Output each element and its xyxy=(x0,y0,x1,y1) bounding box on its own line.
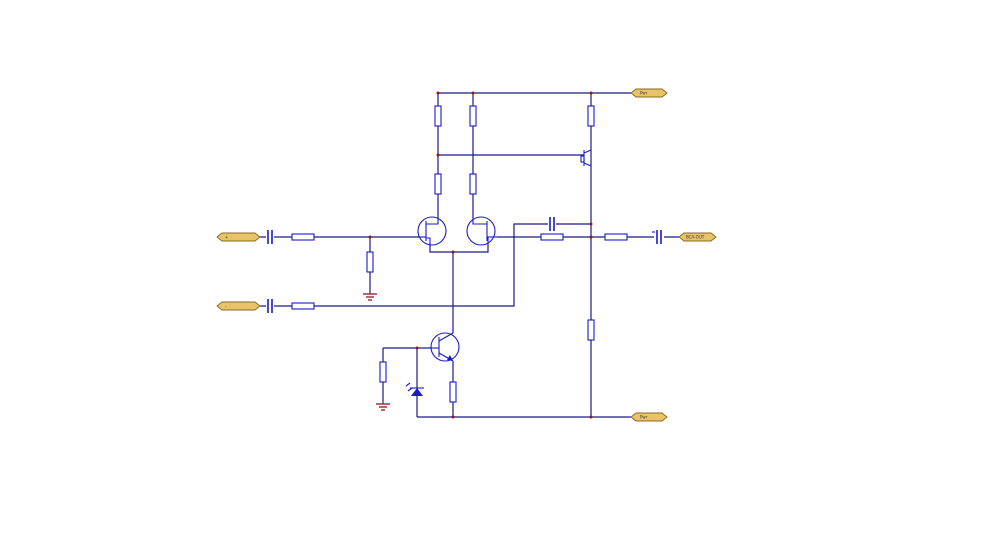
port-vminus: Pwr xyxy=(630,412,668,422)
port-input-minus: - xyxy=(216,301,261,311)
capacitor-c4 xyxy=(652,230,664,244)
port-output-label: BCA-OUT xyxy=(686,235,705,240)
capacitor-c2 xyxy=(266,299,274,313)
resistor-r5 xyxy=(469,173,477,195)
ground-symbol-2 xyxy=(376,402,390,411)
resistor-r11 xyxy=(587,319,595,341)
resistor-r2 xyxy=(469,105,477,127)
resistor-r1 xyxy=(434,105,442,127)
resistor-r7 xyxy=(291,302,315,310)
resistors xyxy=(291,105,628,403)
zener-diode xyxy=(405,382,424,396)
jfet-q1 xyxy=(417,216,447,246)
resistor-r6 xyxy=(291,233,315,241)
port-output: BCA-OUT xyxy=(678,232,717,242)
capacitor-c1 xyxy=(266,230,274,244)
capacitor-c3 xyxy=(548,217,556,231)
resistor-r10 xyxy=(604,233,628,241)
resistor-r8 xyxy=(366,251,374,273)
resistor-r4 xyxy=(434,173,442,195)
port-vplus-label: Pwr xyxy=(640,91,648,96)
port-input-plus: + xyxy=(216,232,261,242)
resistor-r13 xyxy=(449,381,457,403)
port-input-plus-label: + xyxy=(225,235,228,240)
capacitors xyxy=(266,217,664,313)
port-vminus-label: Pwr xyxy=(640,415,648,420)
port-vplus: Pwr xyxy=(630,88,668,98)
resistor-r3 xyxy=(587,105,595,127)
resistor-r9 xyxy=(540,233,564,241)
port-input-minus-label: - xyxy=(225,304,227,309)
pnp-transistor-q3 xyxy=(580,149,592,167)
resistor-r12 xyxy=(379,361,387,383)
wires xyxy=(260,92,684,418)
ground-symbol-1 xyxy=(363,292,377,301)
junction-dots xyxy=(368,91,593,419)
jfet-q2 xyxy=(466,216,497,246)
npn-transistor-q4 xyxy=(430,332,460,362)
